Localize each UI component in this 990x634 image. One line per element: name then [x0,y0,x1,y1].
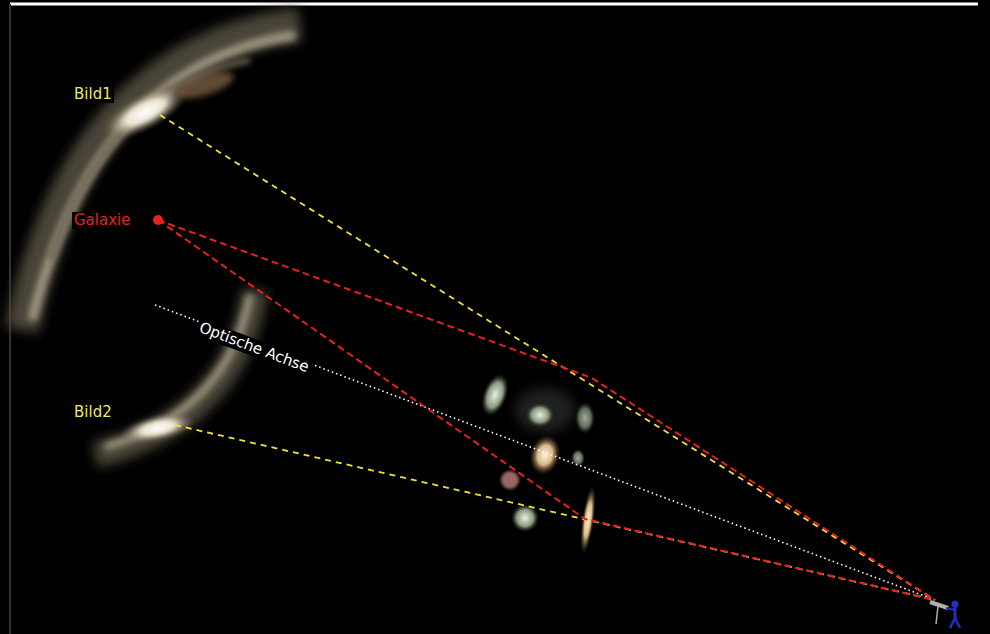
lens-cluster [476,370,598,554]
frame-line [10,3,978,6]
observer-figure [930,601,960,629]
optical-axis [155,305,935,600]
source-label: Galaxie [72,212,132,229]
lensed-arc [95,290,255,455]
image-label: Bild2 [72,404,114,421]
source-dot [153,215,163,225]
lensed-arc [22,25,300,330]
light-path [158,220,935,600]
image-ray [160,115,935,600]
image-label: Bild1 [72,86,114,103]
light-path [158,220,935,600]
